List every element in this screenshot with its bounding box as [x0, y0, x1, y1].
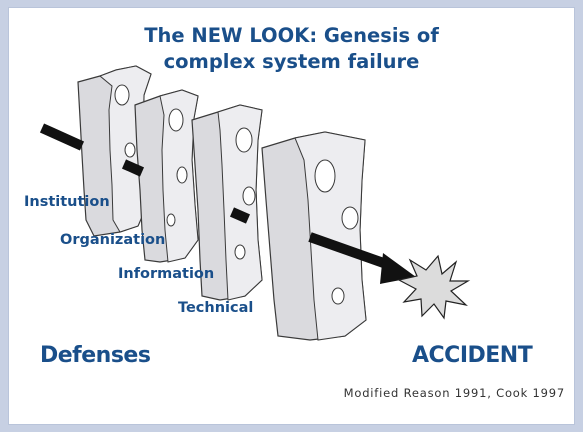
layer-label-information: Information: [118, 266, 215, 282]
layer-label-organization: Organization: [60, 232, 166, 248]
cheese-slice-organization-icon: [134, 89, 199, 263]
accident-burst-icon: [397, 254, 471, 320]
layer-label-institution: Institution: [24, 194, 110, 210]
title-line-1: The NEW LOOK: Genesis of: [144, 24, 439, 47]
citation-text: Modified Reason 1991, Cook 1997: [343, 386, 565, 400]
trajectory-arrow-icon: [39, 123, 416, 284]
title-line-2: complex system failure: [163, 50, 420, 73]
page-title: The NEW LOOK: Genesis of complex system …: [9, 23, 574, 75]
layer-label-technical: Technical: [178, 300, 254, 316]
accident-label: ACCIDENT: [412, 343, 533, 368]
cheese-slice-information-icon: [191, 104, 263, 301]
defenses-label: Defenses: [40, 343, 151, 368]
